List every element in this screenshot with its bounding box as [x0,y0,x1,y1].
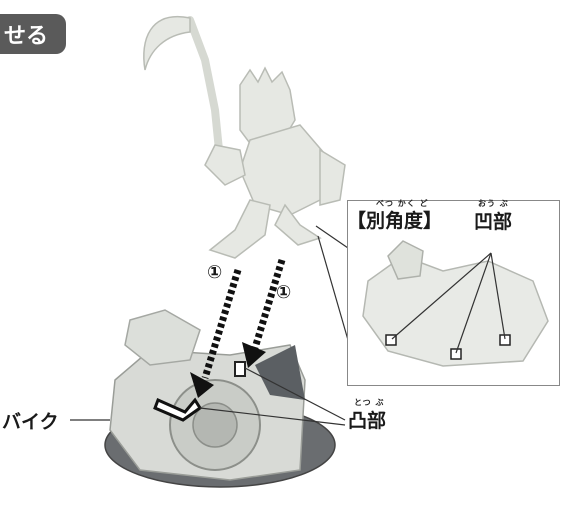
step-number-left: ① [207,262,222,283]
bike-label: バイク [2,407,59,434]
figure-illustration [144,17,345,258]
concave-label: 凹部 [474,207,512,234]
bike-illustration [105,310,335,487]
step-number-right: ① [276,282,291,303]
alt-angle-label: 【別角度】 [347,206,442,233]
convex-label: 凸部 [348,406,386,433]
